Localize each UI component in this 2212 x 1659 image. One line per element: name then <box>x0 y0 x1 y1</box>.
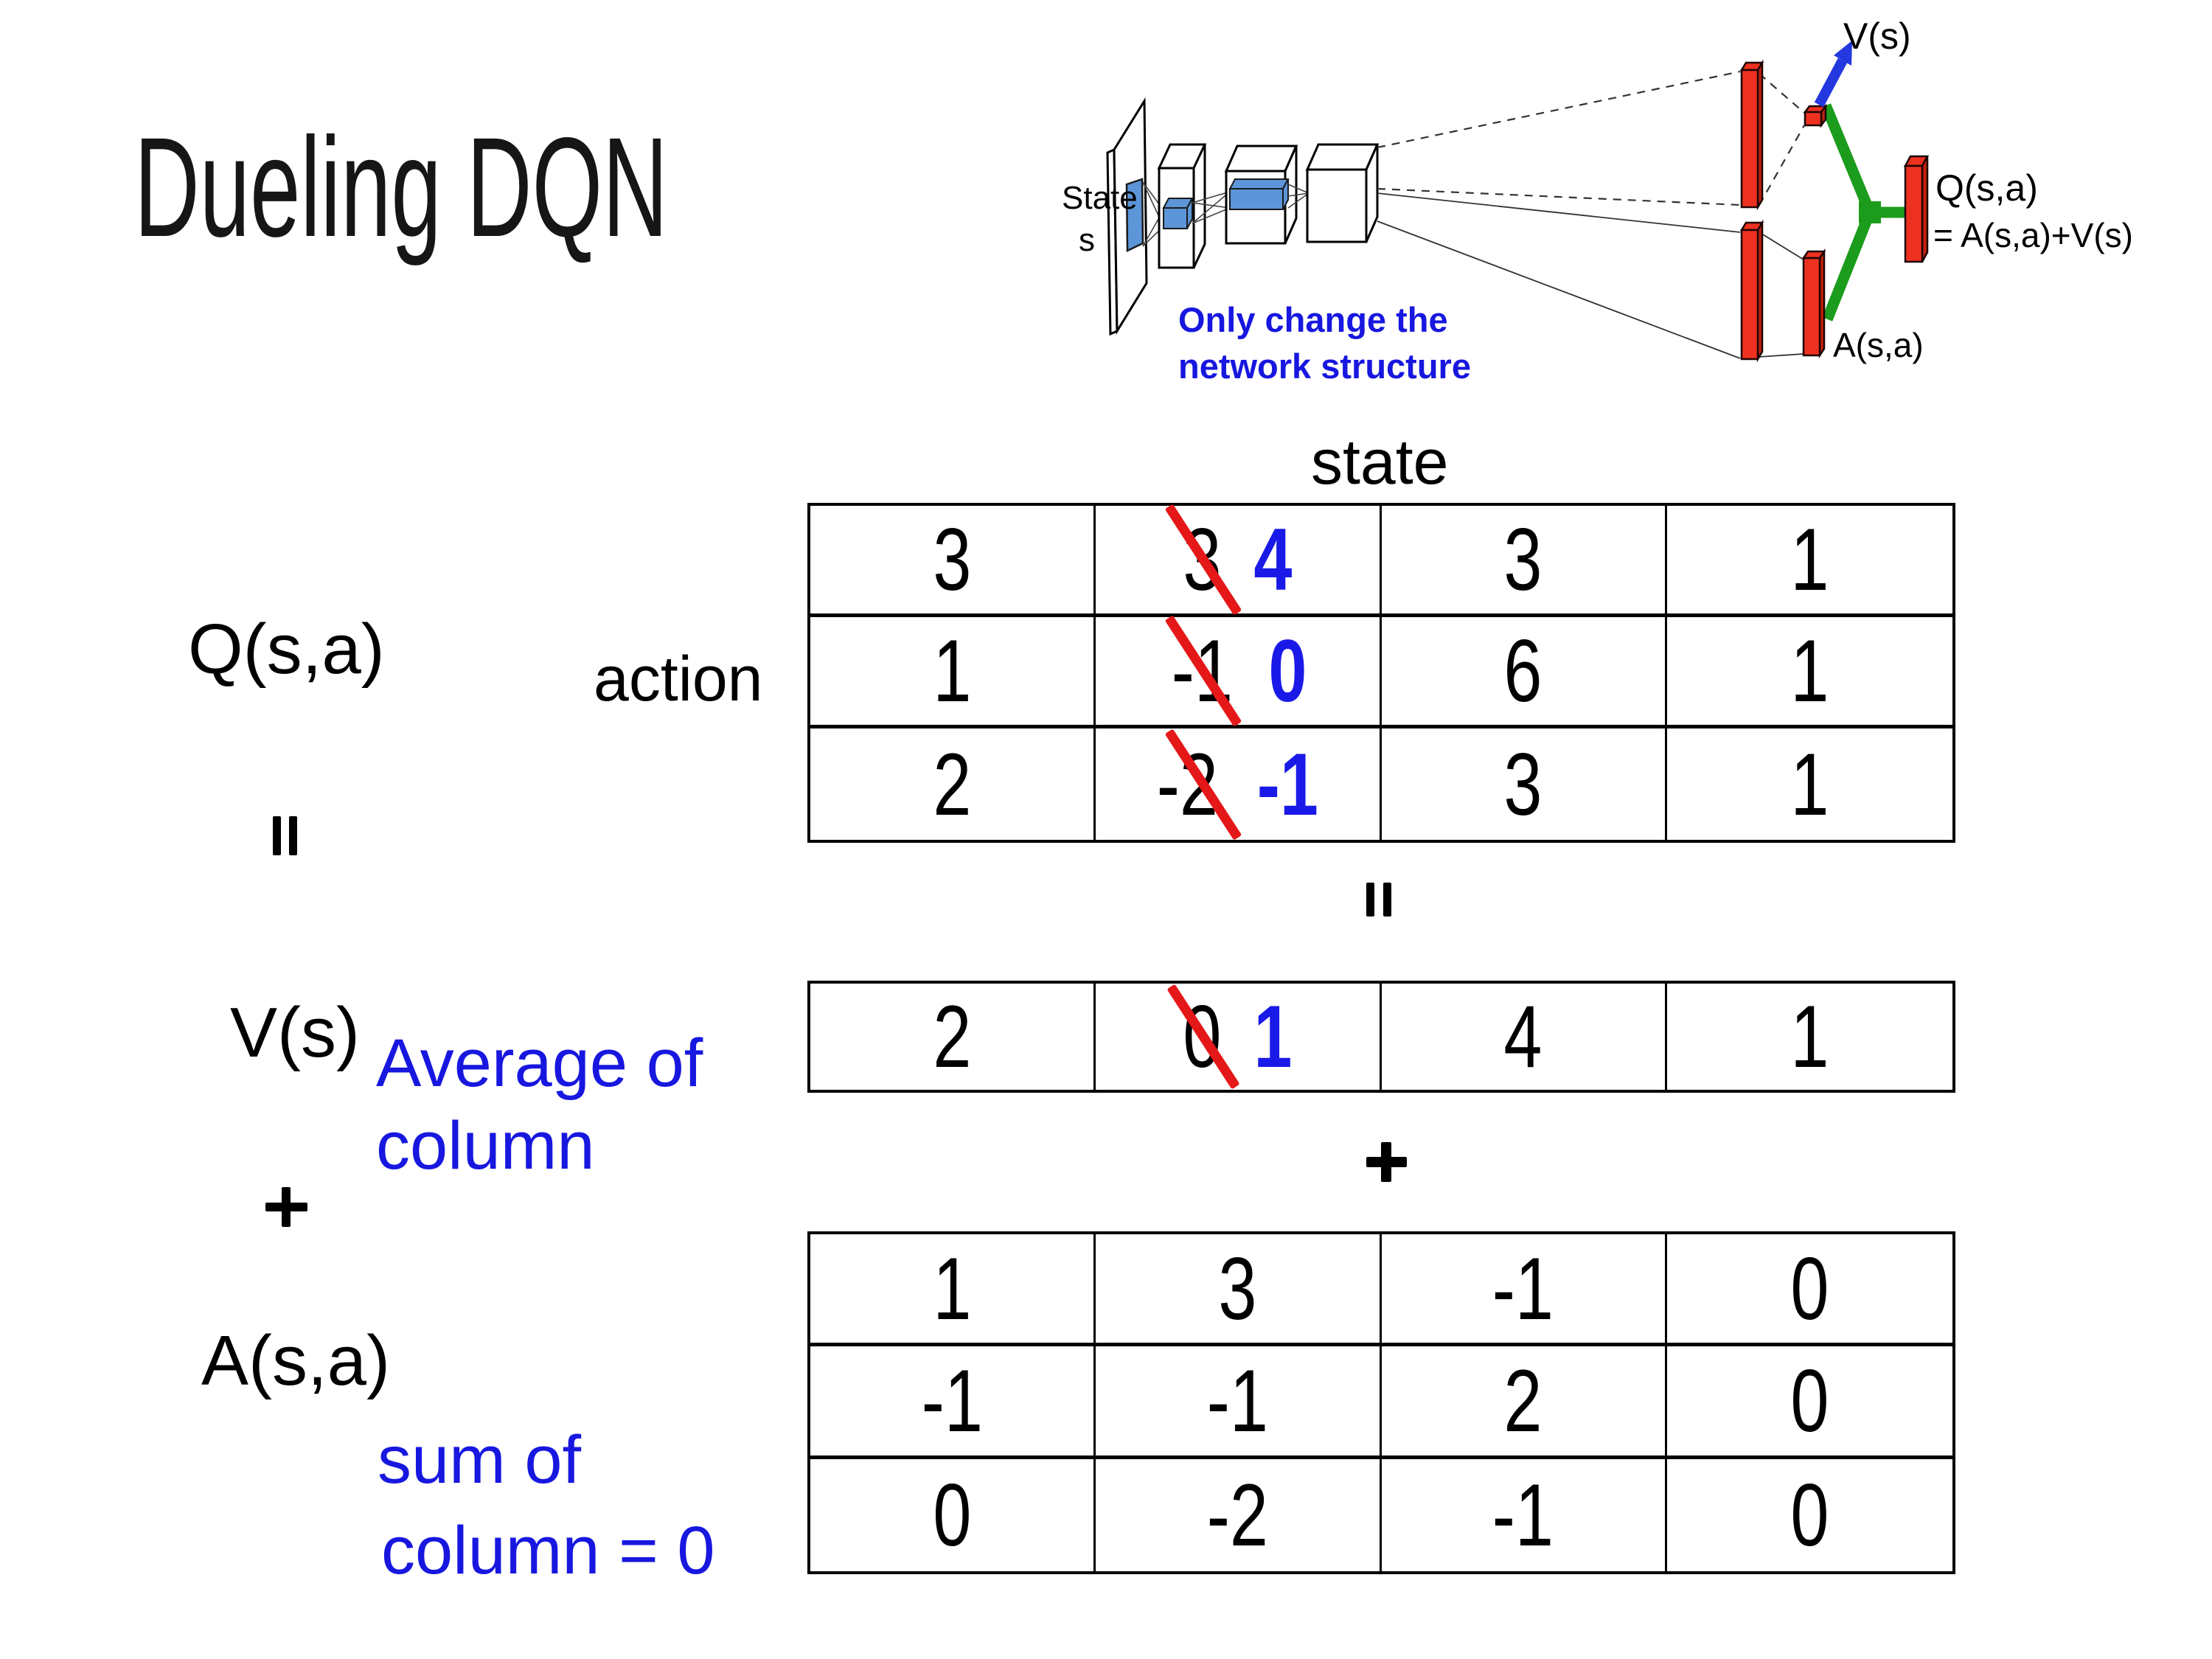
v-label: V(s) <box>230 993 360 1072</box>
diagram-note-line2: network structure <box>1178 347 1471 386</box>
fc-box <box>1305 143 1380 243</box>
diagram-state-label: State <box>1062 180 1138 216</box>
corrected-value: 1 <box>1253 987 1293 1086</box>
a-cell: -2 <box>1096 1458 1382 1571</box>
a-cell: 2 <box>1381 1346 1667 1459</box>
a-table: 1 3 -1 0 -1 -1 2 0 0 -2 -1 0 <box>807 1231 1955 1574</box>
cell-value: 1 <box>1790 734 1829 834</box>
cell-value: 3 <box>1503 734 1543 834</box>
corrected-value: 0 <box>1268 622 1307 720</box>
conv-box-1 <box>1157 143 1207 269</box>
q-cell: 3 <box>810 506 1096 617</box>
sum-note-line2: column = 0 <box>381 1513 715 1588</box>
v-cell: 1 <box>1667 984 1952 1090</box>
q-cell-corrected: -2 -1 <box>1096 728 1382 841</box>
cell-value: -1 <box>921 1351 983 1450</box>
q-cell: 6 <box>1381 617 1667 728</box>
cell-value: 1 <box>1790 510 1829 609</box>
diagram-state-s: s <box>1079 222 1095 258</box>
a-cell: 0 <box>810 1458 1096 1571</box>
q-cell: 3 <box>1382 728 1667 840</box>
a-stream-lines <box>1377 192 1804 359</box>
cell-value: 1 <box>1790 622 1829 720</box>
diagram-qsa-label: Q(s,a) <box>1935 167 2038 209</box>
cell-value: -1 <box>1492 1239 1554 1338</box>
q-cell: 1 <box>1666 506 1952 617</box>
a-cell: -1 <box>1381 1234 1667 1347</box>
cell-value: 1 <box>933 622 972 720</box>
aggregator-junction <box>1859 201 1881 223</box>
avg-note-line2: column <box>376 1108 595 1183</box>
cell-value: 6 <box>1503 622 1543 720</box>
sum-note-line1: sum of <box>378 1422 582 1498</box>
cell-value: 3 <box>1218 1239 1257 1338</box>
v-stream-dashed-lines <box>1377 70 1805 206</box>
q-cell-corrected: 3 4 <box>1096 504 1382 617</box>
q-cell: 3 <box>1381 506 1667 617</box>
diagram-vs-label: V(s) <box>1843 15 1911 57</box>
q-table: 3 3 4 3 1 1 -1 0 6 1 2 -2 -1 3 1 <box>807 503 1955 843</box>
corrected-value: -1 <box>1257 734 1319 834</box>
action-label: action <box>594 644 763 714</box>
cell-value: -2 <box>1206 1465 1268 1565</box>
hidden-bar-a <box>1739 219 1764 363</box>
cell-value: 3 <box>1503 510 1543 609</box>
cell-value: 2 <box>1503 1351 1543 1450</box>
v-table: 2 0 1 4 1 <box>807 981 1955 1093</box>
cell-value: 0 <box>1790 1465 1829 1565</box>
a-cell: -1 <box>1382 1458 1667 1571</box>
v-node-box <box>1803 103 1828 128</box>
q-cell: 1 <box>810 617 1096 728</box>
conv-fan-lines-3 <box>1287 184 1310 209</box>
diagram-q-formula: = A(s,a)+V(s) <box>1933 216 2133 254</box>
diagram-asa-label: A(s,a) <box>1833 326 1924 364</box>
hidden-bar-v <box>1739 59 1764 211</box>
conv-fan-lines-2 <box>1192 191 1231 224</box>
cell-value: 0 <box>1790 1239 1829 1338</box>
a-cell: 1 <box>810 1234 1096 1347</box>
cell-value: 4 <box>1503 987 1543 1086</box>
q-cell-corrected: -1 0 <box>1096 615 1382 728</box>
q-cell: 1 <box>1667 728 1952 840</box>
cell-value: -1 <box>1492 1465 1554 1565</box>
state-header: state <box>1311 427 1449 498</box>
cell-value: 0 <box>933 1465 972 1565</box>
q-cell: 2 <box>810 728 1096 840</box>
q-cell: 1 <box>1666 617 1952 728</box>
a-cell: 0 <box>1667 1459 1952 1571</box>
v-cell-corrected: 0 1 <box>1096 984 1382 1090</box>
diagram-note-line1: Only change the <box>1178 300 1448 339</box>
a-cell: 3 <box>1096 1234 1382 1347</box>
cell-value: 1 <box>1790 987 1829 1086</box>
conv-filter-patch <box>1125 178 1144 252</box>
cell-value: 2 <box>933 734 972 834</box>
feature-bar-2 <box>1228 178 1290 210</box>
a-cell: -1 <box>810 1346 1096 1459</box>
v-arrow <box>1814 41 1852 108</box>
cell-value: 1 <box>933 1239 972 1338</box>
cell-value: -1 <box>1206 1351 1268 1450</box>
a-cell: -1 <box>1096 1346 1382 1459</box>
cell-value: 2 <box>933 987 972 1086</box>
cell-value: 3 <box>933 510 972 609</box>
a-label: A(s,a) <box>201 1321 391 1400</box>
v-cell: 2 <box>810 984 1096 1090</box>
v-cell: 4 <box>1382 984 1667 1090</box>
avg-note-line1: Average of <box>376 1026 703 1101</box>
corrected-value: 4 <box>1253 510 1293 609</box>
cell-value: 0 <box>1790 1351 1829 1450</box>
q-output-bar <box>1903 155 1930 263</box>
a-cell: 0 <box>1666 1234 1952 1347</box>
a-cell: 0 <box>1666 1346 1952 1459</box>
page-title: Dueling DQN <box>134 108 668 266</box>
feature-bar-1 <box>1162 198 1194 229</box>
a-node-bar <box>1801 248 1826 359</box>
q-label: Q(s,a) <box>188 610 385 689</box>
dueling-network-diagram: State s V(s) Q(s,a) = A(s,a)+V(s) A(s,a)… <box>1062 15 2133 386</box>
